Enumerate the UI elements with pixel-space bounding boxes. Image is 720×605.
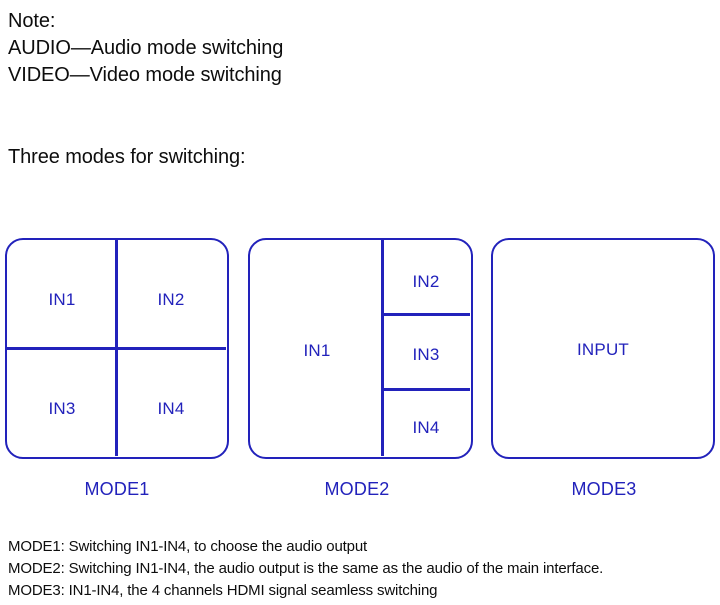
mode2-diagram: IN1 IN2 IN3 IN4 <box>248 238 473 459</box>
mode1-cell-in1: IN1 <box>48 290 76 309</box>
mode1-cell-in3: IN3 <box>48 399 76 418</box>
mode1-cell-in2: IN2 <box>157 290 185 309</box>
mode3-diagram: INPUT <box>491 238 715 459</box>
mode2-vertical-divider <box>381 240 384 456</box>
mode2-cell-in3: IN3 <box>412 345 440 364</box>
mode3-caption: MODE3 <box>571 479 637 499</box>
mode2-cell-in2: IN2 <box>412 272 440 291</box>
mode2-description: MODE2: Switching IN1-IN4, the audio outp… <box>8 560 604 577</box>
mode1-cell-in4: IN4 <box>157 399 185 418</box>
mode2-cell-in1: IN1 <box>303 341 331 360</box>
mode2-divider-in2-in3 <box>381 313 470 316</box>
mode1-horizontal-divider <box>7 347 226 350</box>
mode2-divider-in3-in4 <box>381 388 470 391</box>
note-line-video: VIDEO—Video mode switching <box>8 64 282 86</box>
mode3-cell-input: INPUT <box>577 340 629 359</box>
note-line-audio: AUDIO—Audio mode switching <box>8 37 284 59</box>
mode1-caption: MODE1 <box>84 479 150 499</box>
mode3-description: MODE3: IN1-IN4, the 4 channels HDMI sign… <box>8 582 438 599</box>
mode-descriptions: MODE1: Switching IN1-IN4, to choose the … <box>8 536 714 602</box>
mode-diagrams: IN1 IN2 IN3 IN4 MODE1 IN1 IN2 IN3 IN4 MO… <box>5 238 715 499</box>
note-block: Note: AUDIO—Audio mode switching VIDEO—V… <box>8 8 708 89</box>
mode2-caption: MODE2 <box>324 479 390 499</box>
mode1-description: MODE1: Switching IN1-IN4, to choose the … <box>8 538 368 555</box>
mode2-cell-in4: IN4 <box>412 418 440 437</box>
modes-heading: Three modes for switching: <box>8 146 246 168</box>
note-line-title: Note: <box>8 10 56 32</box>
mode1-diagram: IN1 IN2 IN3 IN4 <box>5 238 229 459</box>
